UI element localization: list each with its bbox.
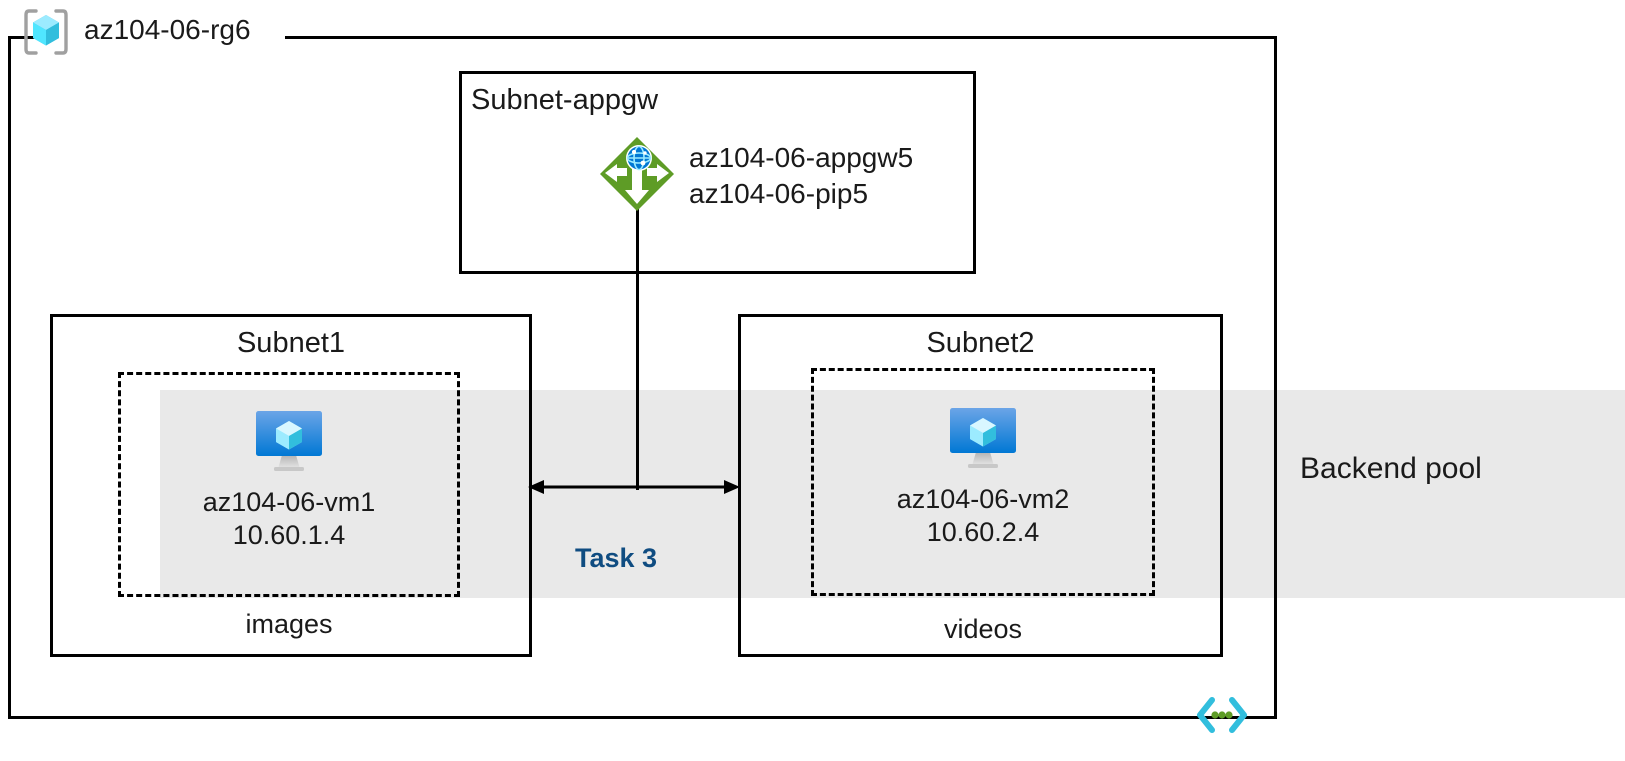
appgw-connector-line: [636, 200, 639, 490]
appgw-public-ip: az104-06-pip5: [689, 177, 869, 209]
rg-border-top: [285, 36, 1277, 39]
subnet-appgw-title: Subnet-appgw: [471, 84, 659, 116]
appgw-name: az104-06-appgw5: [689, 142, 914, 173]
backend-pool-band: [160, 390, 1625, 598]
subnet2-title: Subnet2: [926, 327, 1035, 359]
vm1-ip: 10.60.1.4: [232, 519, 346, 550]
application-gateway-labels: az104-06-appgw5 az104-06-pip5: [689, 140, 913, 212]
vnet-code-icon: [1197, 697, 1247, 733]
rg-border-right: [1274, 36, 1277, 719]
subnet2-caption: videos: [943, 614, 1023, 644]
rg-border-left: [8, 36, 11, 719]
resource-group-icon: [24, 9, 68, 55]
vm2-node: az104-06-vm2 10.60.2.4: [833, 402, 1133, 549]
backend-pool-label: Backend pool: [1300, 452, 1482, 485]
subnet1-title: Subnet1: [236, 327, 346, 359]
task-label: Task 3: [575, 543, 658, 573]
vm2-ip: 10.60.2.4: [926, 516, 1040, 547]
application-gateway-node: az104-06-appgw5 az104-06-pip5: [597, 134, 913, 214]
subnet-to-subnet-arrow: [528, 480, 740, 494]
subnet2-nic-scope: [811, 368, 1155, 596]
vm1-node: az104-06-vm1 10.60.1.4: [139, 405, 439, 552]
vm2-name: az104-06-vm2: [896, 484, 1070, 514]
subnet1-nic-scope: [118, 372, 460, 597]
application-gateway-icon: [600, 137, 674, 211]
subnet2-box: [738, 314, 1223, 657]
rg-border-bottom: [8, 716, 1277, 719]
subnet1-caption: images: [245, 609, 333, 639]
vm1-name: az104-06-vm1: [202, 487, 376, 517]
subnet-appgw-box: [459, 71, 976, 274]
resource-group-name: az104-06-rg6: [84, 14, 251, 45]
subnet1-box: [50, 314, 532, 657]
virtual-machine-icon: [950, 408, 1016, 468]
virtual-machine-icon: [256, 411, 322, 471]
